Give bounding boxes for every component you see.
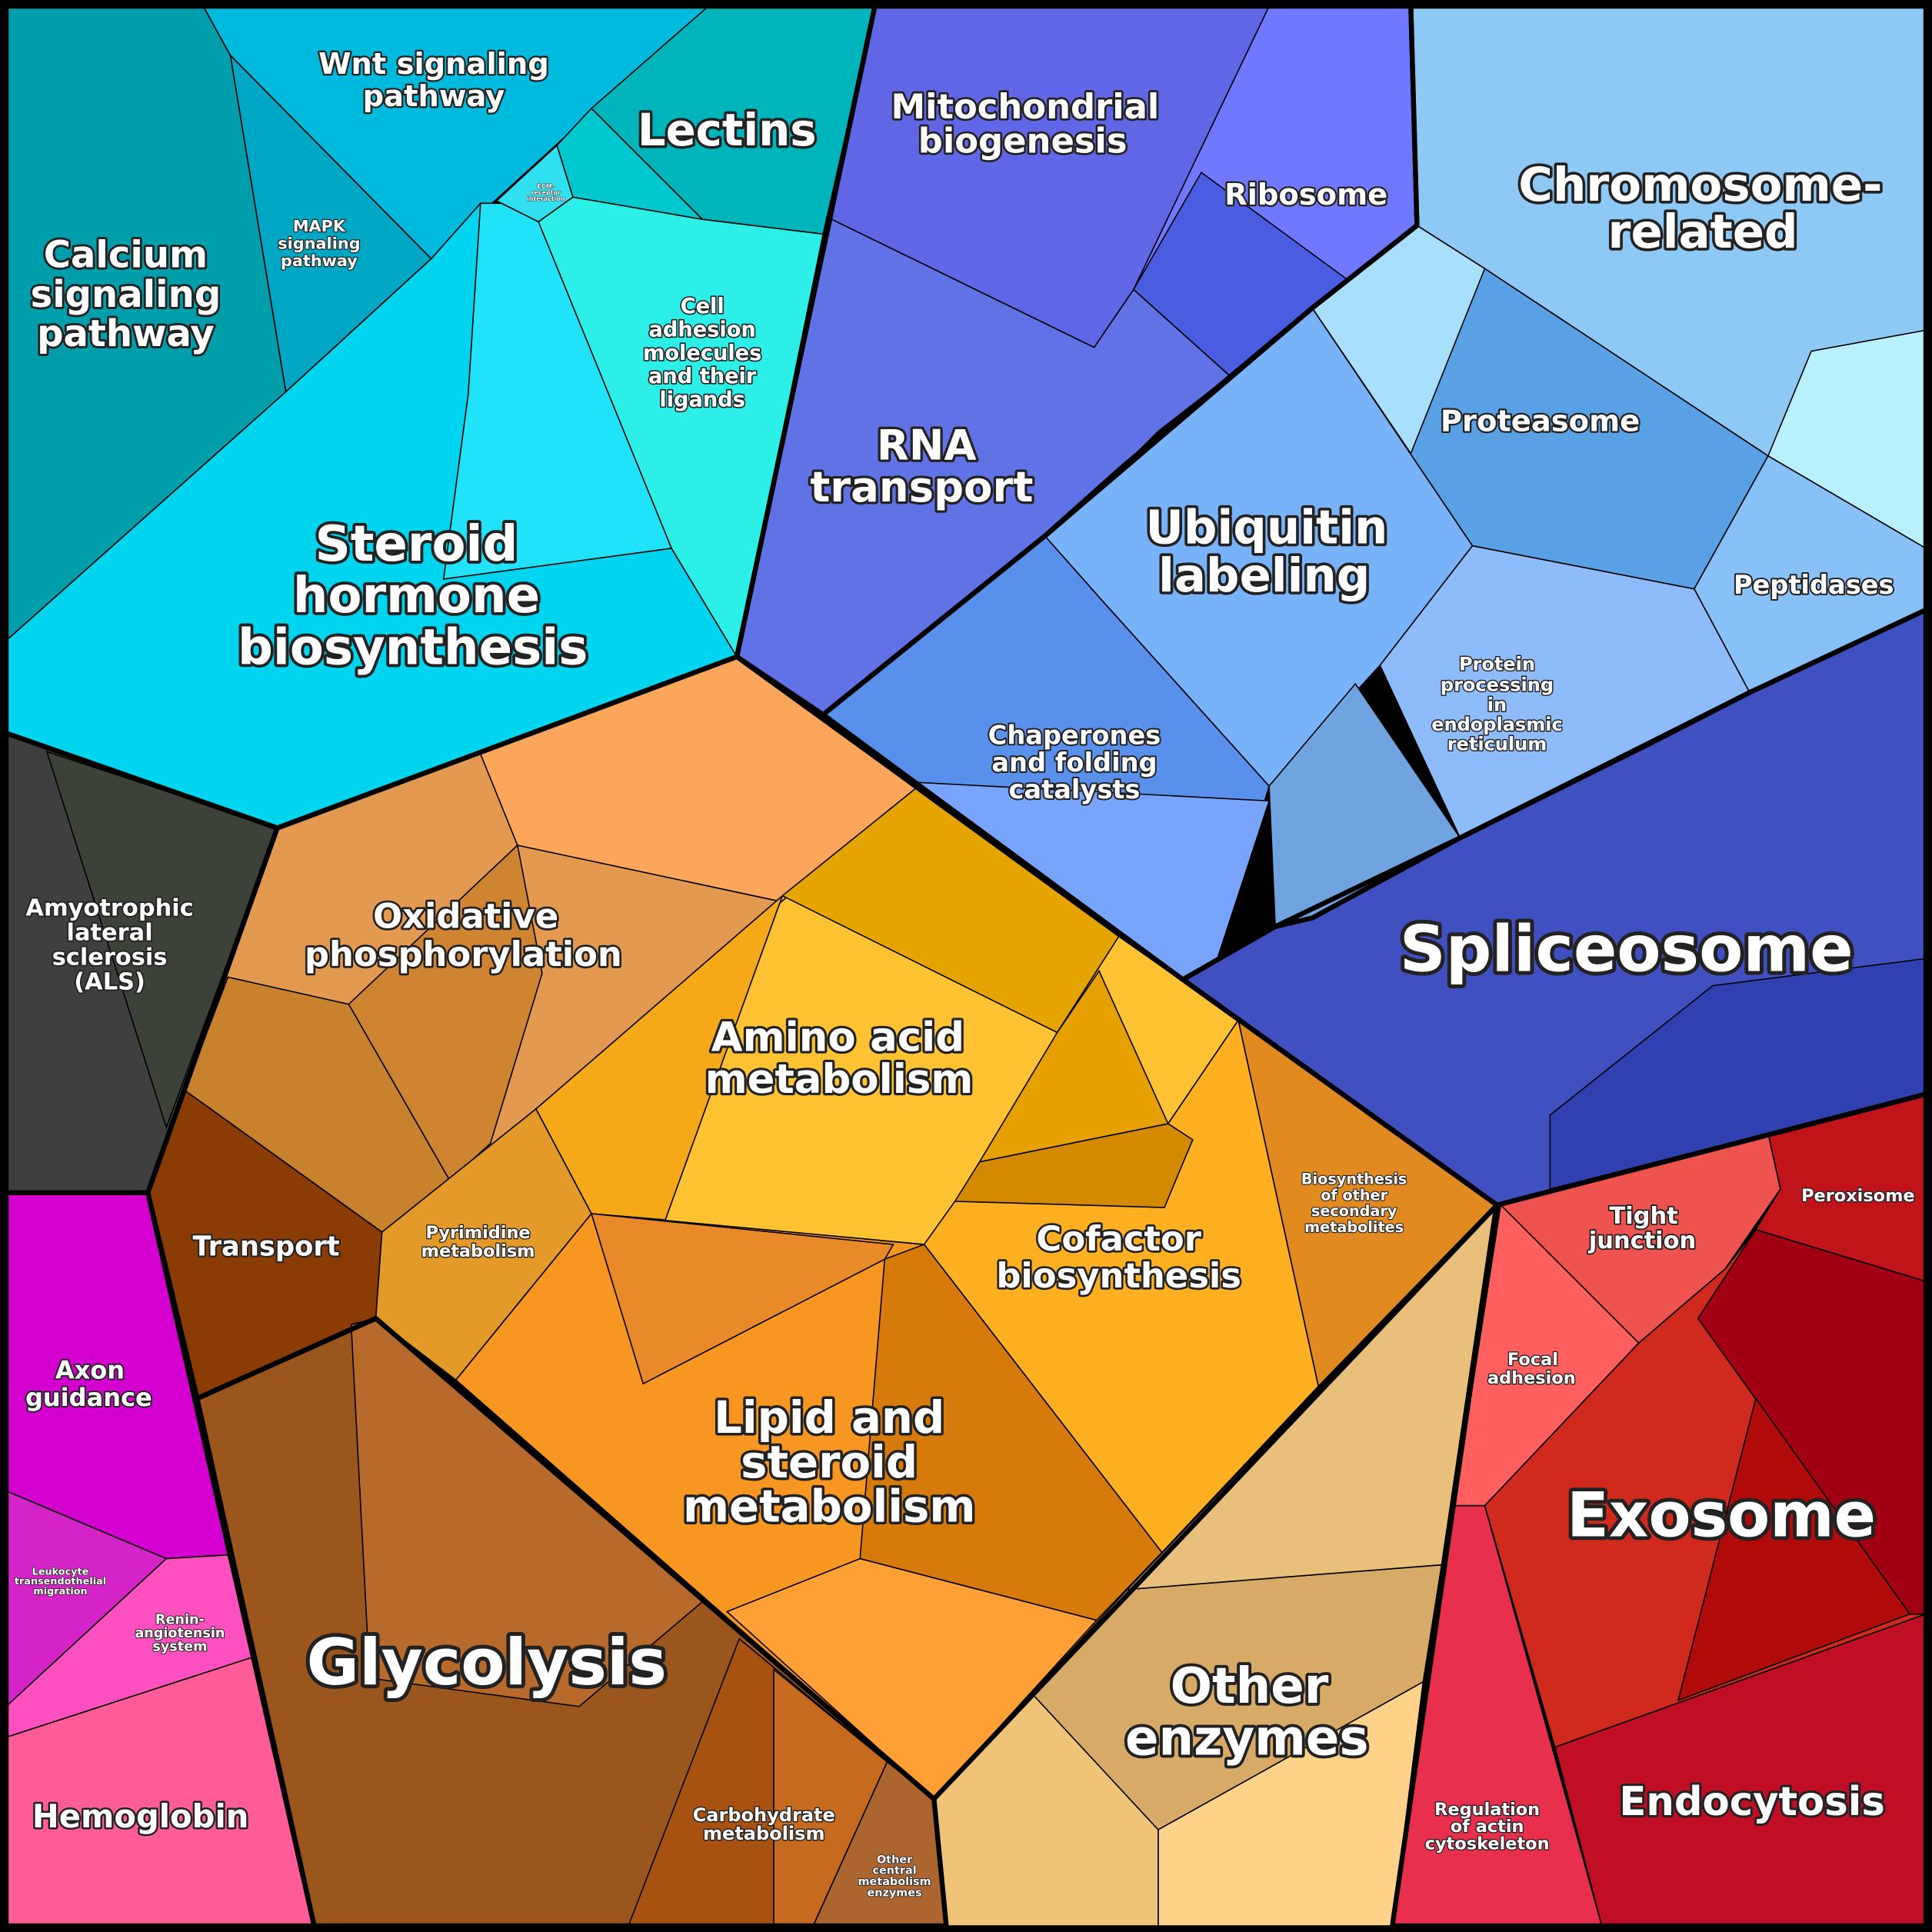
label-exosome: Exosome <box>1567 1480 1876 1551</box>
label-endocytosis: Endocytosis <box>1619 1779 1884 1825</box>
label-glycolysis: Glycolysis <box>307 1625 667 1700</box>
label-ribosome: Ribosome <box>1224 178 1387 212</box>
label-peptidases: Peptidases <box>1734 570 1894 600</box>
cell-cell-adhesion[interactable] <box>538 196 824 659</box>
cell-lipid-sub3 <box>590 1213 894 1385</box>
label-proteasome: Proteasome <box>1441 405 1640 439</box>
cell-cofactor-sub <box>954 1123 1194 1208</box>
label-peroxisome: Peroxisome <box>1801 1186 1914 1206</box>
label-chromosome: Chromosome-related <box>1518 158 1882 259</box>
cell-oxidative-sub3 <box>348 844 543 1182</box>
label-spliceosome: Spliceosome <box>1400 911 1854 986</box>
cell-lipid-sub1 <box>859 1244 1163 1621</box>
cell-exosome-sub2 <box>1677 1397 1911 1702</box>
cell-pyrimidine-metabolism[interactable] <box>375 1108 592 1381</box>
label-hemoglobin: Hemoglobin <box>32 1797 249 1835</box>
label-transport: Transport <box>193 1231 340 1262</box>
label-lectins: Lectins <box>638 104 817 156</box>
